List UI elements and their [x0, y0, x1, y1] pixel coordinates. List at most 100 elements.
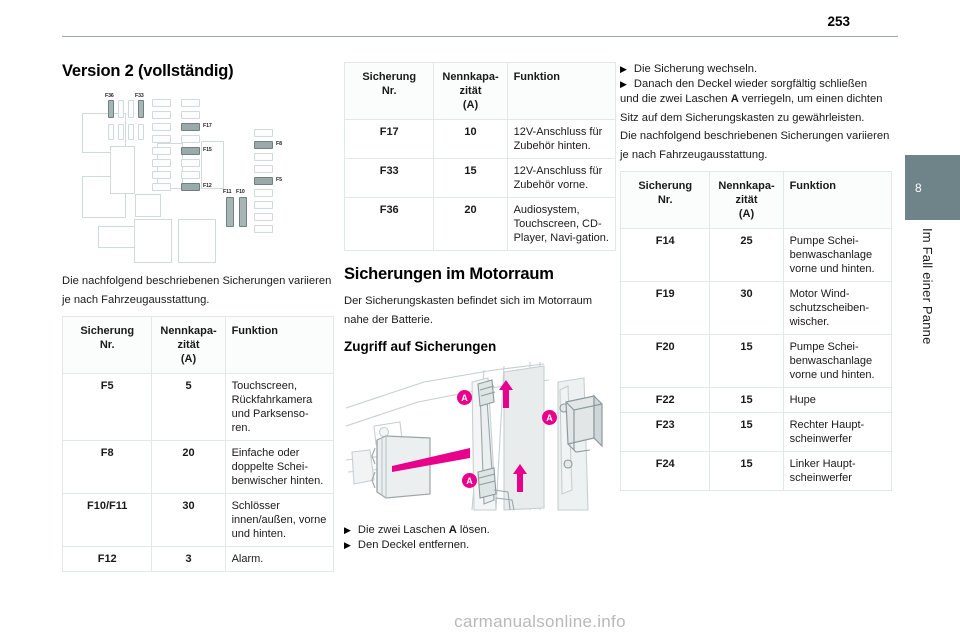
column-header-function: Funktion	[506, 62, 617, 120]
cell-fuse-no: F24	[619, 451, 711, 491]
intro-text-line-1: Die nachfolgend beschriebenen Sicherunge…	[62, 275, 332, 287]
bullet-remove-cover: ▶ Den Deckel entfernen.	[344, 538, 616, 553]
fuse-label-F36: F36	[105, 93, 114, 99]
fuse-F36	[108, 100, 114, 118]
fuse-table-passenger-compartment-v2: Sicherung Nr. Nennkapa- zität (A) Funkti…	[61, 316, 335, 572]
section-heading-engine-fuses: Sicherungen im Motorraum	[344, 265, 554, 283]
cell-fuse-no: F8	[61, 440, 153, 494]
fuse-slot-empty	[181, 135, 200, 143]
fuse-label-F15: F15	[203, 147, 212, 153]
cell-fuse-no: F17	[343, 119, 435, 159]
bullet-text: Den Deckel entfernen.	[357, 539, 470, 551]
column-header-rated-capacity: Nennkapa- zität (A)	[151, 316, 226, 374]
fuse-slot-empty	[152, 147, 171, 155]
cell-function: Rechter Haupt-scheinwerfer	[782, 412, 893, 452]
cell-function: Hupe	[782, 387, 893, 413]
chapter-number: 8	[915, 181, 922, 195]
fuse-table-passenger-compartment-v2-cont: Sicherung Nr. Nennkapa- zität (A) Funkti…	[343, 62, 617, 251]
fuse-label-F12: F12	[203, 183, 212, 189]
engine-bay-fuse-cover-illustration: A A A	[344, 360, 616, 515]
column-header-fuse-no: Sicherung Nr.	[61, 316, 153, 374]
cell-function: Touchscreen, Rückfahrkamera und Parksens…	[224, 373, 335, 441]
cell-rated-capacity: 25	[709, 228, 784, 282]
fuse-slot-empty	[254, 213, 273, 221]
fuse-box-component	[135, 194, 161, 217]
fuse-slot-empty	[108, 124, 114, 140]
fuse-slot-empty	[181, 159, 200, 167]
table-header-row: Sicherung Nr. Nennkapa- zität (A) Funkti…	[343, 62, 617, 120]
intro-text-line-2: je nach Fahrzeugausstattung.	[62, 293, 210, 306]
fuse-slot-empty	[152, 111, 171, 119]
column-header-fuse-no: Sicherung Nr.	[343, 62, 435, 120]
close-cover-continuation-line-2: und die zwei Laschen A verriegeln, um ei…	[620, 93, 883, 105]
column-left: Version 2 (vollständig) F36 F33	[61, 62, 335, 572]
cell-function: Pumpe Schei-benwaschanlage vorne und hin…	[782, 228, 893, 282]
fuse-slot-empty	[254, 165, 273, 173]
cell-fuse-no: F33	[343, 158, 435, 198]
fuse-label-F8: F8	[276, 141, 282, 147]
bullet-triangle-icon: ▶	[620, 64, 627, 74]
cell-function: Motor Wind-schutzscheiben-wischer.	[782, 281, 893, 335]
engine-fuse-text-line-1: Der Sicherungskasten befindet sich im Mo…	[344, 295, 593, 307]
cell-fuse-no: F12	[61, 546, 153, 572]
bullet-triangle-icon: ▶	[344, 540, 351, 550]
subsection-heading-access-fuses: Zugriff auf Sicherungen	[344, 339, 497, 354]
page-number: 253	[827, 14, 850, 29]
cell-fuse-no: F36	[343, 197, 435, 251]
fuse-F8	[254, 141, 273, 149]
bullet-text: Danach den Deckel wieder sorgfältig schl…	[633, 78, 868, 90]
fuse-F15	[181, 147, 200, 155]
column-header-rated-capacity: Nennkapa- zität (A)	[709, 171, 784, 229]
cell-rated-capacity: 15	[709, 451, 784, 491]
callout-A-detail: A	[542, 410, 557, 425]
cell-rated-capacity: 30	[709, 281, 784, 335]
cell-function: Linker Haupt-scheinwerfer	[782, 451, 893, 491]
cell-fuse-no: F23	[619, 412, 711, 452]
fuse-slot-empty	[152, 171, 171, 179]
table-header-row: Sicherung Nr. Nennkapa- zität (A) Funkti…	[619, 171, 893, 229]
bullet-triangle-icon: ▶	[620, 79, 627, 89]
watermark: carmanualsonline.info	[454, 612, 626, 631]
fuse-slot-empty	[152, 123, 171, 131]
cell-fuse-no: F22	[619, 387, 711, 413]
cell-rated-capacity: 3	[151, 546, 226, 572]
callout-A-lower: A	[462, 473, 477, 488]
cell-rated-capacity: 10	[433, 119, 508, 159]
fuse-F11	[226, 197, 234, 227]
fuse-slot-empty	[152, 159, 171, 167]
fuse-slot-empty	[254, 189, 273, 197]
cell-rated-capacity: 15	[433, 158, 508, 198]
engine-bay-svg	[345, 362, 603, 511]
fuse-box-component	[110, 146, 135, 194]
fuse-box-component	[178, 219, 216, 263]
cell-function: Alarm.	[224, 546, 335, 572]
chapter-title: Im Fall einer Panne	[920, 228, 935, 345]
cell-fuse-no: F14	[619, 228, 711, 282]
cell-fuse-no: F19	[619, 281, 711, 335]
cell-rated-capacity: 30	[151, 493, 226, 547]
callout-A-upper: A	[457, 390, 472, 405]
bullet-change-fuse: ▶ Die Sicherung wechseln.	[620, 62, 892, 77]
header-divider	[62, 36, 898, 37]
fuse-slot-empty	[181, 99, 200, 107]
bullet-text: Die zwei Laschen A lösen.	[357, 524, 490, 536]
fuse-box-component	[134, 219, 172, 263]
engine-fuse-text-line-2: nahe der Batterie.	[344, 313, 433, 326]
fuse-slot-empty	[128, 124, 134, 140]
bullet-text: Die Sicherung wechseln.	[633, 63, 758, 75]
cell-function: Einfache oder doppelte Schei-benwischer …	[224, 440, 335, 494]
column-header-fuse-no: Sicherung Nr.	[619, 171, 711, 229]
cell-fuse-no: F20	[619, 334, 711, 388]
cell-function: Audiosystem, Touchscreen, CD-Player, Nav…	[506, 197, 617, 251]
cell-fuse-no: F5	[61, 373, 153, 441]
right-intro-line-2: je nach Fahrzeugausstattung.	[620, 148, 768, 161]
